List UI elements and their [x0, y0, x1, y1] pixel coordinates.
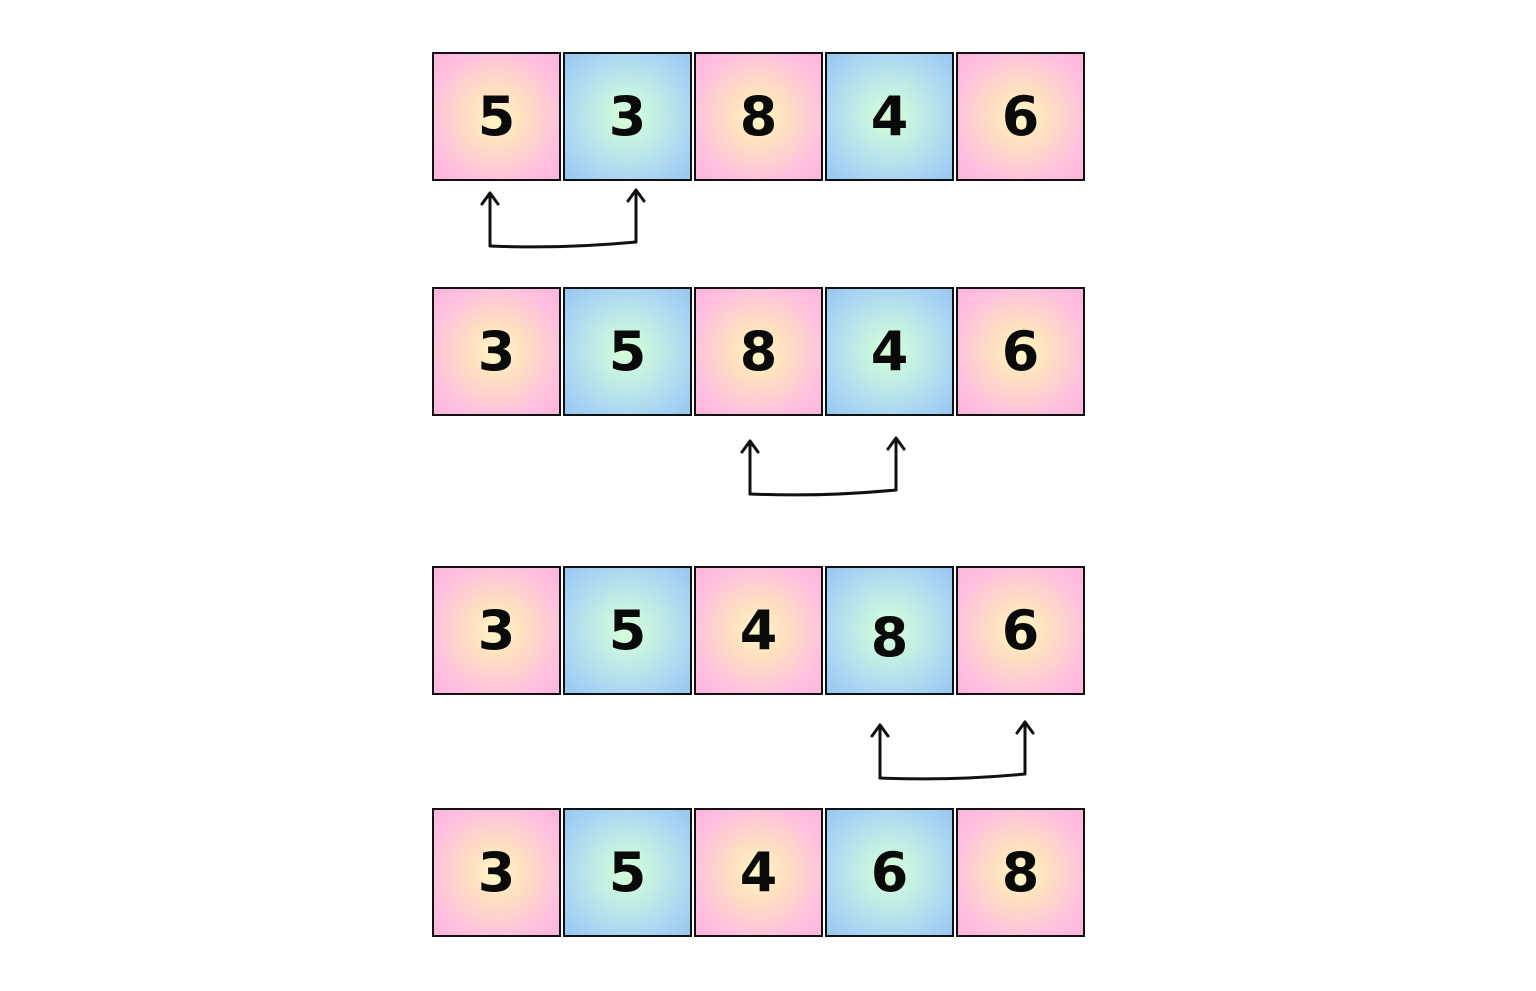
array-cell: 8: [825, 566, 954, 695]
cell-value: 5: [608, 319, 647, 383]
array-cell: 5: [563, 808, 692, 937]
cell-value: 4: [739, 598, 778, 662]
swap-arrow-3: [870, 720, 1035, 781]
cell-value: 3: [477, 319, 516, 383]
array-row-4: 3 5 4 6 8: [432, 808, 1085, 937]
array-cell: 8: [694, 52, 823, 181]
cell-value: 6: [1001, 319, 1040, 383]
cell-value: 5: [477, 84, 516, 148]
cell-value: 4: [739, 840, 778, 904]
cell-value: 6: [1001, 84, 1040, 148]
cell-value: 4: [870, 319, 909, 383]
array-cell: 8: [694, 287, 823, 416]
array-cell: 6: [956, 566, 1085, 695]
array-cell: 4: [825, 52, 954, 181]
array-cell: 3: [432, 808, 561, 937]
cell-value: 6: [1001, 598, 1040, 662]
array-cell: 8: [956, 808, 1085, 937]
array-cell: 3: [432, 566, 561, 695]
array-cell: 5: [563, 566, 692, 695]
cell-value: 8: [870, 605, 909, 669]
array-cell: 6: [825, 808, 954, 937]
array-row-1: 5 3 8 4 6: [432, 52, 1085, 181]
cell-value: 6: [870, 840, 909, 904]
cell-value: 5: [608, 598, 647, 662]
cell-value: 3: [477, 840, 516, 904]
array-cell: 4: [694, 566, 823, 695]
array-cell: 4: [825, 287, 954, 416]
cell-value: 3: [477, 598, 516, 662]
array-row-3: 3 5 4 8 6: [432, 566, 1085, 695]
cell-value: 4: [870, 84, 909, 148]
array-cell: 4: [694, 808, 823, 937]
array-cell: 6: [956, 287, 1085, 416]
array-row-2: 3 5 8 4 6: [432, 287, 1085, 416]
cell-value: 8: [1001, 840, 1040, 904]
swap-arrow-2: [740, 436, 906, 497]
array-cell: 3: [563, 52, 692, 181]
cell-value: 8: [739, 84, 778, 148]
array-cell: 3: [432, 287, 561, 416]
array-cell: 5: [563, 287, 692, 416]
swap-arrow-1: [480, 188, 646, 249]
array-cell: 6: [956, 52, 1085, 181]
cell-value: 3: [608, 84, 647, 148]
array-cell: 5: [432, 52, 561, 181]
cell-value: 5: [608, 840, 647, 904]
cell-value: 8: [739, 319, 778, 383]
